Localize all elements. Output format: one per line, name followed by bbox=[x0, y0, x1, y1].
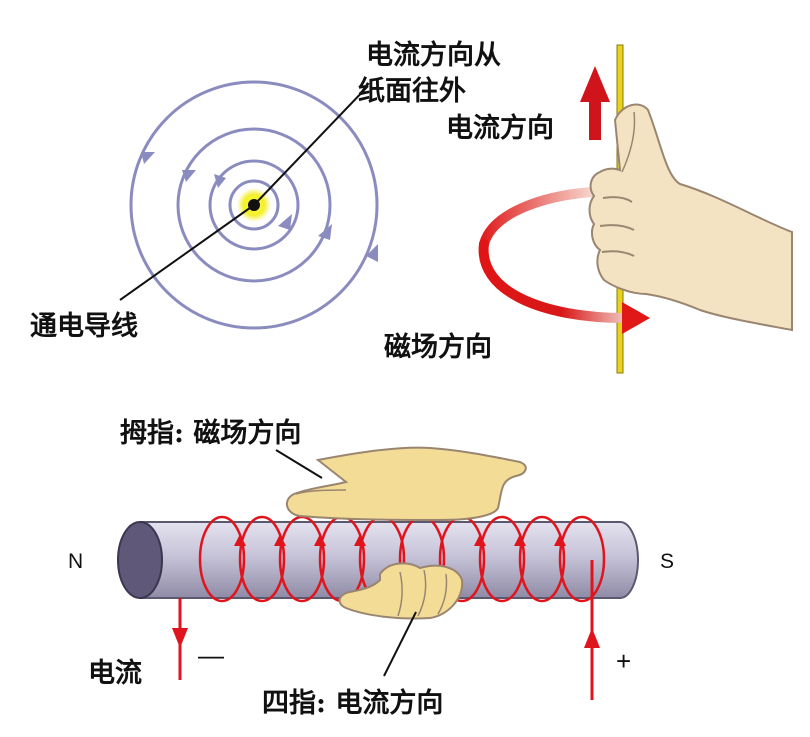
field-arrow-2 bbox=[278, 214, 292, 230]
lead-plus-arrow bbox=[584, 628, 600, 648]
label-minus: — bbox=[198, 640, 224, 670]
label-thumb: 拇指: 磁场方向 bbox=[120, 417, 301, 449]
label-current-out-line2: 纸面往外 bbox=[358, 75, 466, 107]
label-magnetic-field-direction: 磁场方向 bbox=[384, 331, 492, 363]
label-plus: + bbox=[616, 646, 631, 676]
current-arrow-icon bbox=[580, 66, 610, 140]
label-wire: 通电导线 bbox=[30, 311, 138, 342]
field-arrow-1 bbox=[214, 174, 226, 188]
label-current-direction: 电流方向 bbox=[446, 112, 554, 144]
lead-minus-arrow bbox=[172, 628, 188, 648]
right-hand-icon bbox=[588, 103, 793, 332]
hand-icon bbox=[285, 446, 527, 522]
leader-line-thumb bbox=[275, 449, 323, 479]
solenoid-end-n bbox=[117, 521, 163, 599]
field-arrow-3 bbox=[182, 170, 196, 182]
leader-line-wire bbox=[119, 204, 255, 301]
hand-icon-fingers bbox=[338, 562, 464, 620]
field-arrow-4 bbox=[318, 224, 332, 240]
field-arrow-6 bbox=[366, 244, 378, 262]
field-arc-arrowhead bbox=[622, 302, 650, 334]
field-line-ring-2 bbox=[208, 159, 300, 251]
label-pole-n: N bbox=[68, 550, 83, 573]
field-arc-top bbox=[479, 187, 597, 249]
label-fingers: 四指: 电流方向 bbox=[262, 687, 443, 719]
leader-line-fingers bbox=[383, 611, 417, 677]
coil-arrows bbox=[234, 534, 566, 546]
field-line-ring-1 bbox=[228, 179, 280, 231]
field-line-ring-4 bbox=[129, 80, 379, 330]
label-pole-s: S bbox=[660, 550, 674, 573]
field-line-ring-3 bbox=[176, 127, 332, 283]
field-lines-diagram: 电流方向从 纸面往外 通电导线 bbox=[30, 39, 501, 342]
solenoid-diagram: 拇指: 磁场方向 四指: 电流方向 电流 N S — + bbox=[68, 417, 674, 719]
field-arc-front bbox=[478, 239, 631, 323]
label-current: 电流 bbox=[88, 658, 142, 689]
solenoid-rod bbox=[139, 521, 639, 599]
label-current-out-line1: 电流方向从 bbox=[366, 39, 501, 71]
field-arrow-5 bbox=[141, 152, 155, 164]
leader-line-current-out bbox=[253, 85, 369, 206]
right-hand-wire-diagram: 电流方向 磁场方向 bbox=[384, 44, 793, 374]
